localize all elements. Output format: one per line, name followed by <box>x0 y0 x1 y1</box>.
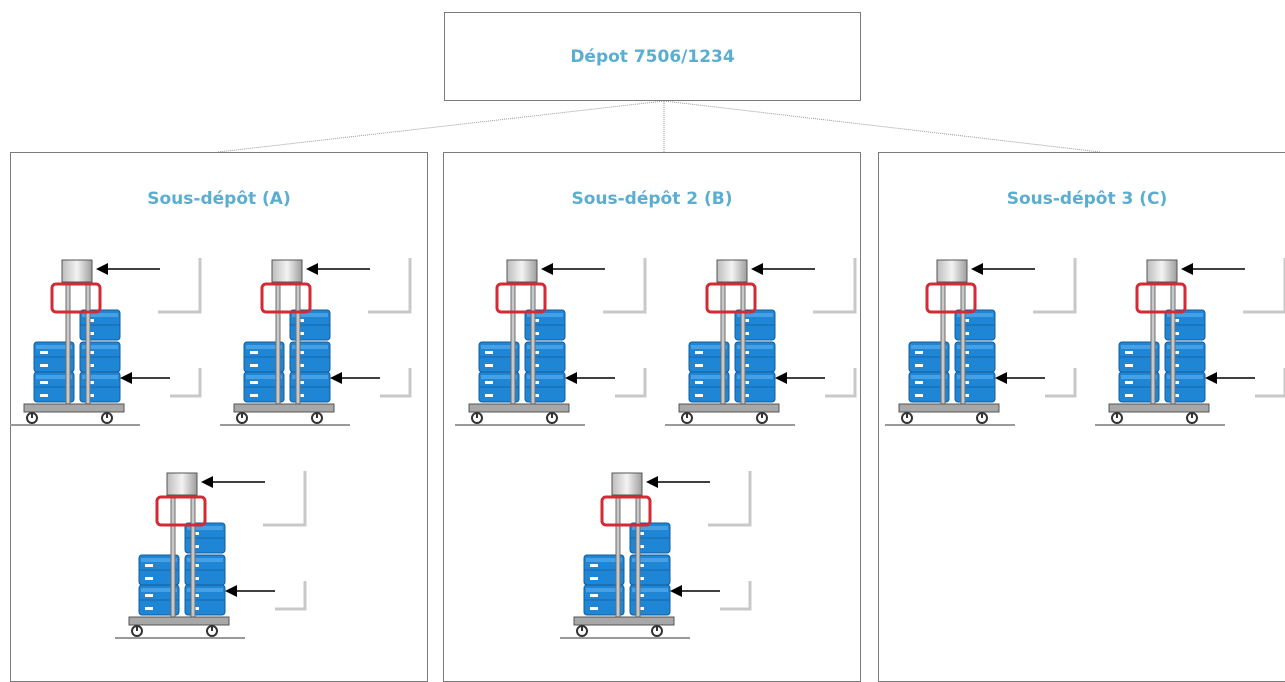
trolley-head <box>506 259 538 283</box>
trolley-base <box>128 616 230 626</box>
arrow-icon <box>541 263 553 275</box>
trolley-head <box>716 259 748 283</box>
arrow-icon <box>96 263 108 275</box>
arrow-icon <box>225 585 237 597</box>
trolley-head <box>611 472 643 496</box>
pole <box>510 274 516 408</box>
trolley-illustration <box>10 250 310 430</box>
highlight-frame <box>50 282 102 314</box>
highlight-frame <box>260 282 312 314</box>
crate-icon <box>478 371 520 403</box>
crate-icon <box>478 341 520 373</box>
highlight-frame <box>155 495 207 527</box>
arrow-icon <box>1205 372 1217 384</box>
pole <box>1150 274 1156 408</box>
highlight-frame <box>1135 282 1187 314</box>
trolley-illustration <box>1095 250 1285 430</box>
pole <box>275 274 281 408</box>
arrow-icon <box>995 372 1007 384</box>
trolley-head <box>166 472 198 496</box>
root-depot-label: Dépot 7506/1234 <box>570 46 735 67</box>
arrow-icon <box>670 585 682 597</box>
crate-icon <box>908 341 950 373</box>
trolley-base <box>233 403 335 413</box>
pole <box>635 487 641 621</box>
arrow-icon <box>971 263 983 275</box>
trolley-head <box>61 259 93 283</box>
highlight-frame <box>495 282 547 314</box>
trolley-base <box>898 403 1000 413</box>
crate-icon <box>1118 371 1160 403</box>
pole <box>170 487 176 621</box>
arrow-icon <box>775 372 787 384</box>
arrow-icon <box>330 372 342 384</box>
pole <box>295 274 301 408</box>
trolley-illustration <box>560 463 860 643</box>
trolley-base <box>678 403 780 413</box>
trolley-illustration <box>455 250 755 430</box>
sub-depot-label-a: Sous-dépôt (A) <box>147 189 291 209</box>
pole <box>85 274 91 408</box>
crate-icon <box>908 371 950 403</box>
sub-depot-panel-c: Sous-dépôt 3 (C) <box>878 152 1285 682</box>
trolley-base <box>1108 403 1210 413</box>
highlight-frame <box>705 282 757 314</box>
crate-icon <box>138 584 180 616</box>
arrow-icon <box>751 263 763 275</box>
trolley-head <box>271 259 303 283</box>
trolley-base <box>573 616 675 626</box>
arrow-icon <box>306 263 318 275</box>
pole <box>615 487 621 621</box>
arrow-icon <box>646 476 658 488</box>
trolley-illustration <box>885 250 1185 430</box>
sub-depot-label-c: Sous-dépôt 3 (C) <box>1006 189 1168 209</box>
pole <box>740 274 746 408</box>
pole <box>1170 274 1176 408</box>
pole <box>940 274 946 408</box>
pole <box>960 274 966 408</box>
pole <box>720 274 726 408</box>
sub-depot-label-b: Sous-dépôt 2 (B) <box>571 189 733 209</box>
pole <box>65 274 71 408</box>
arrow-icon <box>201 476 213 488</box>
highlight-frame <box>925 282 977 314</box>
trolley-head <box>936 259 968 283</box>
arrow-icon <box>120 372 132 384</box>
crate-icon <box>583 554 625 586</box>
crate-icon <box>583 584 625 616</box>
arrow-icon <box>565 372 577 384</box>
pole <box>190 487 196 621</box>
trolley-illustration <box>115 463 415 643</box>
trolley-illustration <box>220 250 520 430</box>
pole <box>530 274 536 408</box>
highlight-frame <box>600 495 652 527</box>
crate-icon <box>688 341 730 373</box>
crate-icon <box>243 371 285 403</box>
trolley-base <box>23 403 125 413</box>
trolley-illustration <box>665 250 965 430</box>
trolley-head <box>1146 259 1178 283</box>
root-depot-box: Dépot 7506/1234 <box>444 12 861 101</box>
trolley-base <box>468 403 570 413</box>
arrow-icon <box>1181 263 1193 275</box>
